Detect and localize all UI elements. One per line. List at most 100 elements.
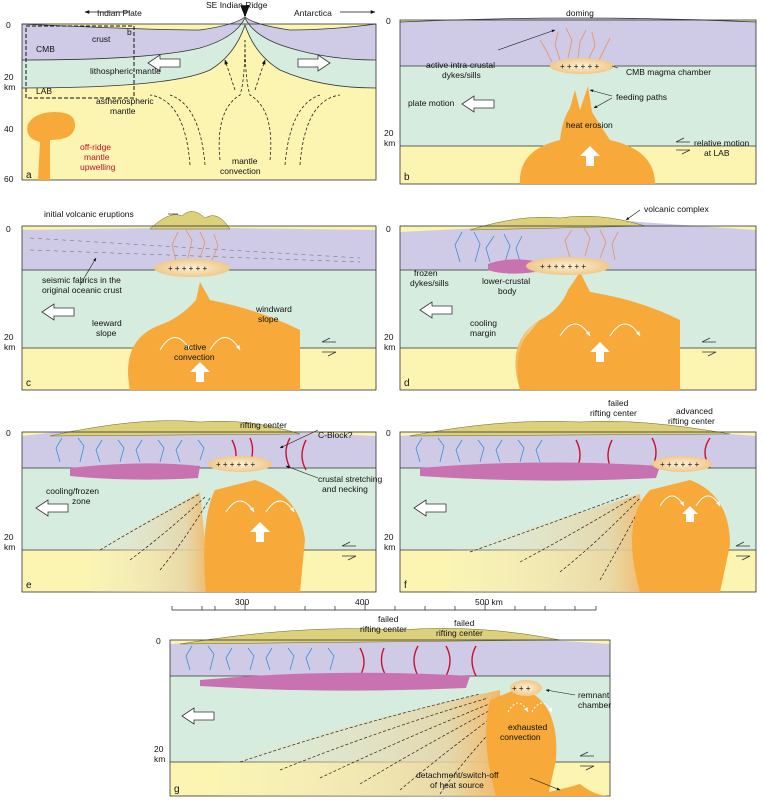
panel-d-letter: d [404,378,410,389]
advanced-rifting-label-1: advanced [676,406,713,416]
depth-tick-20: 20 [4,72,14,82]
panel-b: + + + + + + doming active intra-crustal … [384,8,757,185]
f-tick-20: 20 [384,532,394,542]
panel-c: + + + + + + initial volcanic eruptions s… [4,209,377,391]
windward-label-1: windward [255,304,292,314]
at-lab-label: at LAB [704,148,730,158]
e-tick-20: 20 [4,532,14,542]
e-tick-0: 0 [6,428,11,438]
g-tick-0: 0 [156,636,161,646]
offridge-upwelling-shape [27,112,75,180]
relative-motion-label: relative motion [694,138,750,148]
g-failed2-label-1: failed [454,618,475,628]
seismic-fabrics-label-1: seismic fabrics in the [42,275,121,285]
depth-tick-60: 60 [4,174,14,184]
lower-crustal-label-2: body [498,286,517,296]
inset-b-label: b [127,27,132,37]
offridge-label-1: off-ridge [80,142,111,152]
plate-arrow-right [297,54,331,72]
leeward-label-2: slope [96,328,117,338]
c-tick-20: 20 [4,332,14,342]
inset-box [25,25,135,99]
feeding-paths-label: feeding paths [616,92,667,102]
d-tick-20: 20 [384,332,394,342]
e-tick-km: km [4,542,15,552]
cooling-margin-label-2: margin [470,328,496,338]
panel-g: 300 400 500 km + + + [154,597,611,797]
f-tick-km: km [384,542,395,552]
panel-e: + + + + + + rifting center C-Block? crus… [4,420,383,593]
exhausted-label-2: convection [500,732,541,742]
failed-rifting-label-2: rifting center [590,408,637,418]
plate-motion-label: plate motion [408,98,455,108]
panel-c-letter: c [26,378,31,389]
lower-crustal-label-1: lower-crustal [482,276,530,286]
b-tick-0: 0 [386,16,391,26]
depth-tick-km: km [4,82,15,92]
cooling-frozen-label-1: cooling/frozen [46,486,99,496]
initial-eruptions-label: initial volcanic eruptions [44,209,134,219]
exhausted-label-1: exhausted [508,722,547,732]
g-failed1-label-1: failed [378,614,399,624]
detachment-label-2: of heat source [430,780,484,790]
panel-a: Indian Plate SE Indian Ridge Antarctica … [4,0,377,184]
active-dykes-label-2: dykes/sills [442,70,481,80]
frozen-label-2: dykes/sills [410,278,449,288]
active-dykes-label-1: active intra-crustal [426,60,495,70]
lab-label: LAB [36,86,52,96]
asthenospheric-label: asthenospheric [96,96,154,106]
b-tick-20: 20 [384,128,394,138]
crustal-stretching-label-1: crustal stretching [318,474,383,484]
panel-a-letter: a [26,170,32,181]
depth-tick-40: 40 [4,124,14,134]
offridge-label-2: mantle [84,152,110,162]
crustal-stretching-label-2: and necking [322,484,368,494]
failed-rifting-label-1: failed [608,398,629,408]
active-convection-label-1: active [184,342,206,352]
panel-d: + + + + + + + volcanic complex frozen dy… [384,204,757,391]
active-convection-label-2: convection [174,352,215,362]
panel-b-letter: b [404,172,410,183]
windward-label-2: slope [258,314,279,324]
mantle-convection-label-1: mantle [232,156,258,166]
remnant-chamber-label-1: remnant [578,690,610,700]
g-failed1-label-2: rifting center [360,624,407,634]
cmb-chamber-label: CMB magma chamber [626,67,711,77]
doming-label: doming [566,8,594,18]
svg-text:+ + + + + +: + + + + + + [168,264,207,273]
panel-f: + + + + + + failed rifting center advanc… [384,398,757,593]
svg-text:+ + + + + +: + + + + + + [560,62,599,71]
leeward-label-1: leeward [92,318,122,328]
lithospheric-mantle-label: lithospheric mantle [90,66,161,76]
detachment-label-1: detachment/switch-off [416,770,499,780]
g-failed2-label-2: rifting center [436,628,483,638]
se-indian-ridge-label: SE Indian Ridge [206,0,268,10]
cooling-margin-label-1: cooling [470,318,497,328]
svg-text:+ + + + + +: + + + + + + [216,460,255,469]
crust-label: crust [92,34,111,44]
depth-tick-0: 0 [6,20,11,30]
volcanic-complex-label: volcanic complex [644,204,709,214]
panel-f-letter: f [404,580,407,591]
c-tick-0: 0 [6,224,11,234]
offridge-label-3: upwelling [80,162,116,172]
d-tick-0: 0 [386,224,391,234]
heat-source-remnant [530,784,610,796]
svg-text:+ + + + + + +: + + + + + + + [540,262,586,271]
svg-text:+ + +: + + + [512,684,531,693]
indian-plate-label: Indian Plate [97,8,142,18]
antarctica-label: Antarctica [294,8,332,18]
cooling-frozen-label-2: zone [72,496,91,506]
scale-label-400: 400 [355,597,369,607]
f-tick-0: 0 [386,428,391,438]
seismic-fabrics [29,237,361,263]
g-tick-20: 20 [154,744,164,754]
frozen-label-1: frozen [414,268,438,278]
d-tick-km: km [384,342,395,352]
advanced-rifting-label-2: rifting center [668,416,715,426]
rifting-center-label: rifting center [240,420,287,430]
panel-e-letter: e [26,580,32,591]
asth-mantle-label: mantle [110,106,136,116]
g-tick-km: km [154,754,165,764]
